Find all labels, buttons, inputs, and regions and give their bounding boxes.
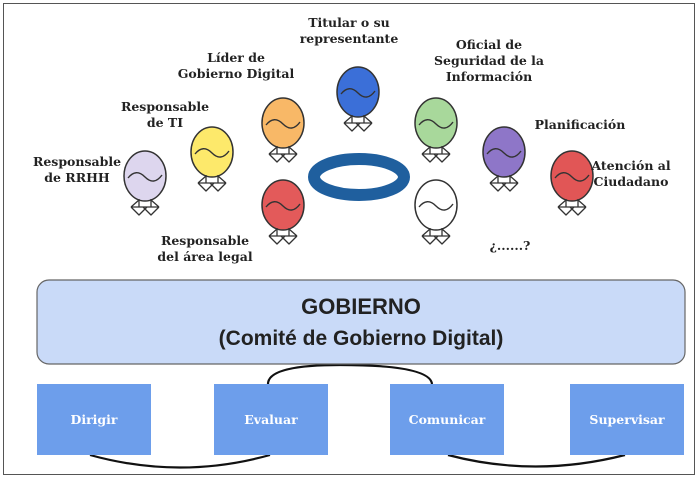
wave-icon [127,172,163,182]
ring-icon [308,153,410,201]
person-head-icon [123,150,167,202]
role-label: ¿......? [490,238,531,253]
step-box [214,384,328,455]
connector-dirigir-evaluar [89,453,271,469]
step-dirigir: Dirigir [37,384,151,455]
stand-icon [268,146,298,163]
governance-title: GOBIERNO [301,294,421,319]
role-label-line: Información [446,69,532,84]
stand-icon [557,199,587,216]
role-label-line: del área legal [157,249,252,264]
stand-icon [489,175,519,192]
step-label: Comunicar [409,412,486,427]
role-label-line: Planificación [535,117,626,132]
step-box [37,384,151,455]
step-box [390,384,504,455]
person-head-icon [482,126,526,178]
person-head-icon [414,97,458,149]
role-label-line: representante [300,31,399,46]
person-head-icon [414,179,458,231]
connector-evaluar-comunicar [266,363,434,385]
person-head-icon [550,150,594,202]
role-label-line: de RRHH [44,170,110,185]
governance-subtitle: (Comité de Gobierno Digital) [219,327,504,350]
step-supervisar: Supervisar [570,384,684,455]
step-evaluar: Evaluar [214,384,328,455]
role-label-line: Oficial de [456,37,522,52]
stand-icon [130,199,160,216]
step-box [570,384,684,455]
stand-icon [421,228,451,245]
person-head-icon [190,126,234,178]
step-label: Evaluar [244,412,298,427]
role-label-line: Responsable [121,99,209,114]
person-head-icon [336,66,380,118]
wave-icon [418,119,454,129]
role-label: Planificación [535,117,626,132]
role-label-line: Líder de [207,50,265,65]
wave-icon [418,201,454,211]
role-otro: ¿......? [414,179,531,253]
role-label-line: Atención al [590,158,671,173]
wave-icon [554,172,590,182]
role-planificacion: Planificación [482,117,626,192]
wave-icon [486,148,522,158]
role-label-line: Responsable [161,233,249,248]
diagram-frame [3,3,695,475]
stand-icon [421,146,451,163]
person-head-icon [261,179,305,231]
person-head-icon [261,97,305,149]
role-label-line: Titular o su [308,15,390,30]
role-label-line: Gobierno Digital [178,66,295,81]
governance-box [36,279,686,365]
wave-icon [340,88,376,98]
step-label: Dirigir [71,412,118,427]
stand-icon [197,175,227,192]
step-comunicar: Comunicar [390,384,504,455]
role-label-line: Responsable [33,154,121,169]
connector-comunicar-supervisar [447,453,626,468]
wave-icon [194,148,230,158]
role-label-line: de TI [147,115,183,130]
step-label: Supervisar [589,412,665,427]
wave-icon [265,201,301,211]
wave-icon [265,119,301,129]
stand-icon [343,115,373,132]
stand-icon [268,228,298,245]
role-label-line: ¿......? [490,238,531,253]
role-label-line: Seguridad de la [434,53,544,68]
role-label-line: Ciudadano [594,174,669,189]
